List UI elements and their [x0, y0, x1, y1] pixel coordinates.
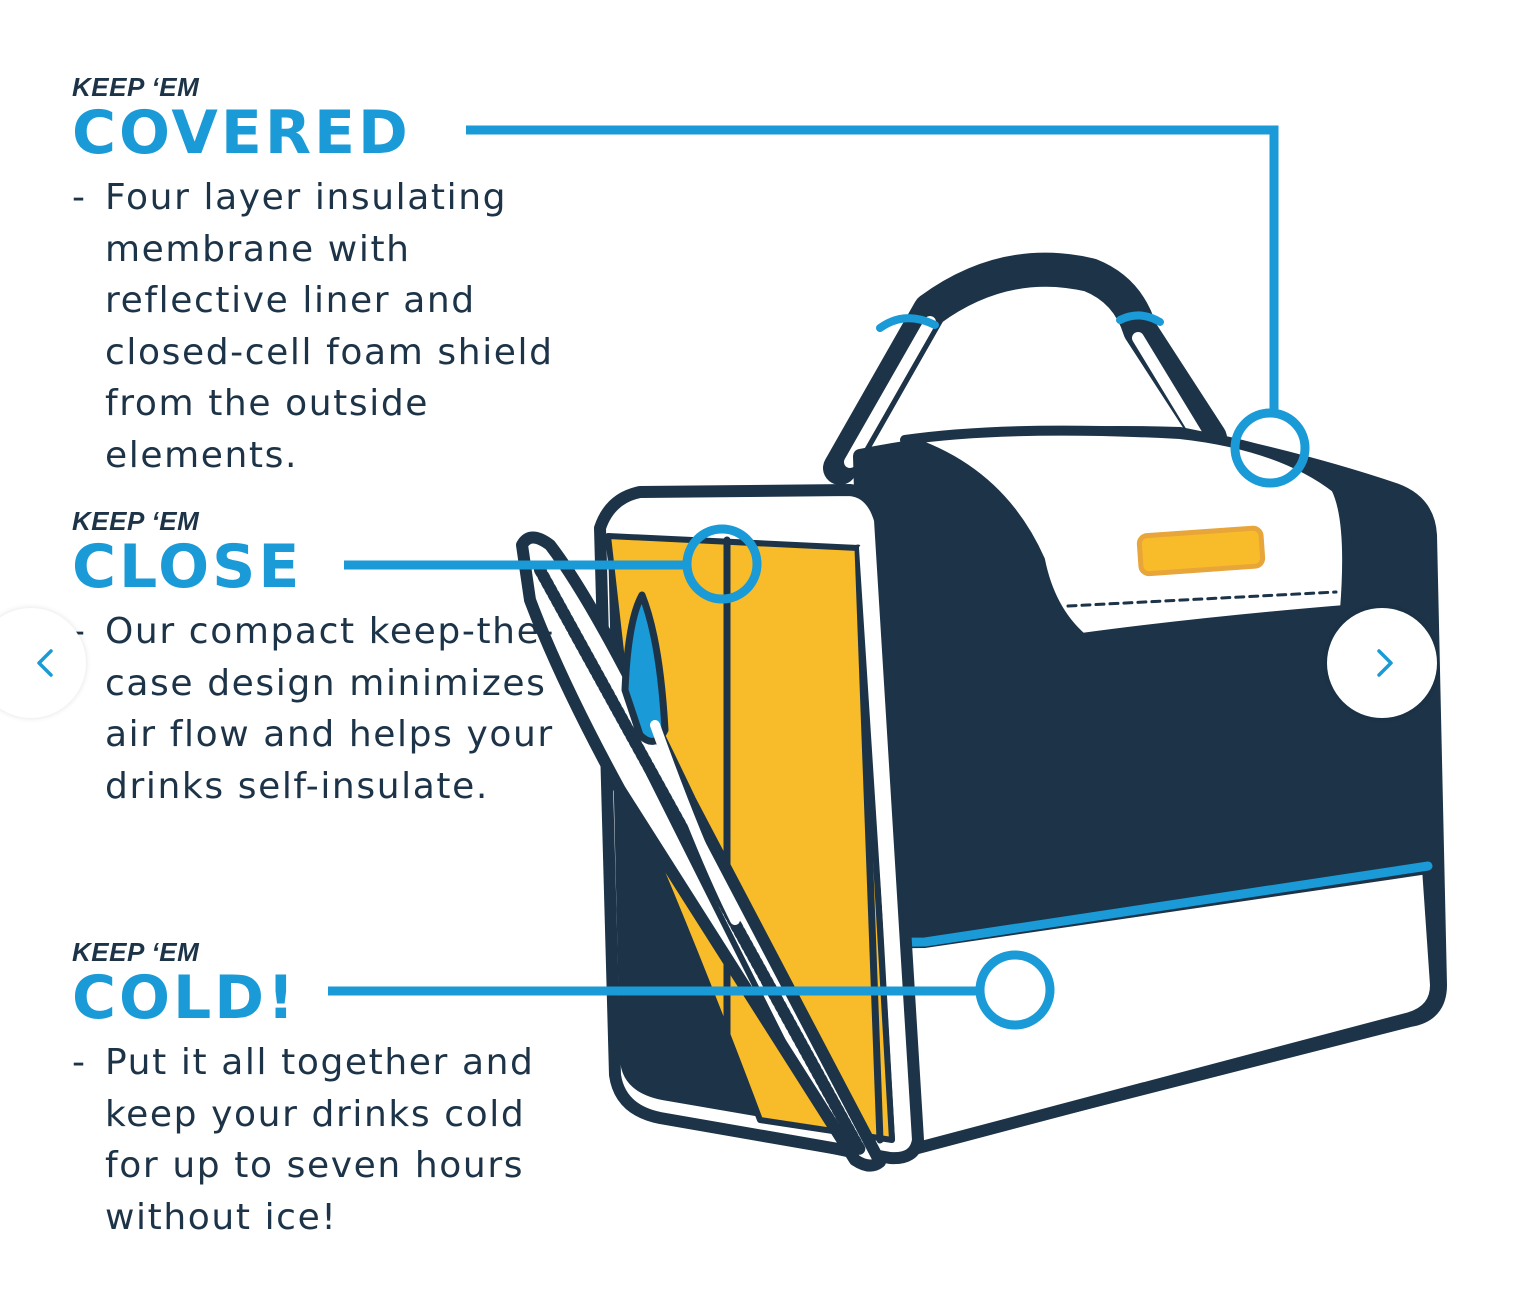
feature-cold: KEEP ‘EM COLD! -Put it all together and …: [72, 939, 592, 1243]
feature-kicker: KEEP ‘EM: [72, 506, 200, 536]
feature-description: -Put it all together and keep your drink…: [72, 1037, 592, 1243]
feature-headline: COVERED: [72, 98, 411, 168]
callout-marker-close: [682, 524, 762, 604]
callout-marker-cold: [975, 950, 1055, 1030]
carousel-prev-button[interactable]: [0, 608, 86, 718]
carousel-next-button[interactable]: [1327, 608, 1437, 718]
feature-description-text: Put it all together and keep your drinks…: [105, 1042, 535, 1238]
feature-description-text: Our compact keep-the-case design minimiz…: [105, 611, 555, 807]
top-lid-flap: [900, 425, 1353, 643]
feature-headline: COLD!: [72, 963, 298, 1033]
chevron-right-icon: [1377, 649, 1393, 677]
chevron-left-icon: [37, 649, 53, 677]
feature-covered: KEEP ‘EM COVERED -Four layer insulating …: [72, 74, 592, 481]
callout-marker-covered: [1230, 408, 1310, 488]
feature-description-text: Four layer insulating membrane with refl…: [105, 177, 554, 476]
feature-description: -Our compact keep-the-case design minimi…: [72, 606, 592, 812]
feature-kicker: KEEP ‘EM: [72, 72, 200, 102]
feature-close: KEEP ‘EM CLOSE -Our compact keep-the-cas…: [72, 508, 592, 812]
bullet-dash: -: [72, 1042, 87, 1083]
callout-line-covered: [466, 125, 1279, 410]
handle-strap: [823, 252, 1227, 485]
brand-tag: [1136, 525, 1266, 577]
feature-headline: CLOSE: [72, 532, 303, 602]
feature-kicker: KEEP ‘EM: [72, 937, 200, 967]
bullet-dash: -: [72, 177, 87, 218]
feature-description: -Four layer insulating membrane with ref…: [72, 172, 592, 481]
